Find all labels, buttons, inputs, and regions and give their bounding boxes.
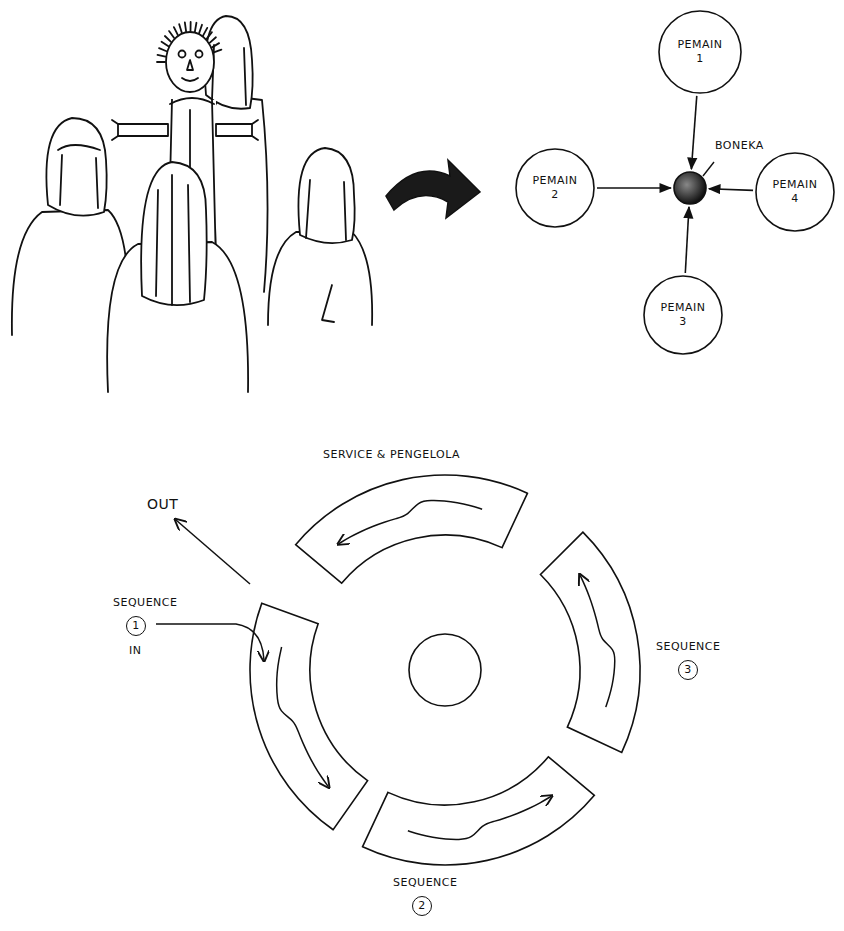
doll-hair bbox=[203, 28, 207, 36]
node-outline bbox=[673, 171, 707, 205]
out-label: OUT bbox=[146, 496, 179, 512]
in-label: IN bbox=[128, 644, 142, 657]
player-outline bbox=[659, 11, 741, 93]
flow-arrow bbox=[580, 575, 615, 707]
flow-band bbox=[250, 603, 368, 829]
flow-band bbox=[363, 757, 595, 865]
leader-line bbox=[703, 162, 714, 176]
out-arrow bbox=[176, 520, 250, 584]
sequence-label: SEQUENCE bbox=[392, 876, 458, 889]
doll-node: BONEKA bbox=[673, 171, 707, 205]
player-figure bbox=[107, 162, 248, 392]
doll-hair bbox=[174, 27, 178, 35]
player-circle: PEMAIN 1 bbox=[658, 10, 742, 94]
doll-hair bbox=[158, 55, 166, 57]
flow-band bbox=[540, 532, 640, 752]
doll-hair bbox=[210, 37, 216, 43]
doll-hair bbox=[159, 48, 167, 51]
doll-hair bbox=[162, 42, 169, 47]
connector-arrow bbox=[691, 96, 696, 169]
sequence-label: SEQUENCE bbox=[655, 640, 721, 653]
player-circle: PEMAIN 3 bbox=[643, 275, 723, 355]
player-label: PEMAIN 4 bbox=[771, 178, 819, 206]
player-circle: PEMAIN 2 bbox=[515, 148, 595, 228]
doll-hair bbox=[212, 43, 219, 47]
connector-arrow bbox=[685, 207, 689, 273]
sequence-number: 2 bbox=[412, 896, 432, 916]
band-label: SERVICE & PENGELOLA bbox=[322, 448, 461, 461]
player-label: PEMAIN 3 bbox=[659, 301, 707, 329]
player-label: PEMAIN 1 bbox=[676, 38, 724, 66]
sequence-number: 3 bbox=[678, 660, 698, 680]
flow-arrow bbox=[408, 796, 551, 839]
doll-hair bbox=[165, 36, 171, 42]
player-circle: PEMAIN 4 bbox=[755, 152, 835, 232]
doll-ball bbox=[674, 172, 706, 204]
player-outline bbox=[516, 149, 594, 227]
connector-arrow bbox=[597, 187, 671, 189]
player-outline bbox=[756, 153, 834, 231]
player-label: PEMAIN 2 bbox=[531, 174, 579, 202]
doll-hair bbox=[169, 31, 174, 38]
flow-arrow bbox=[277, 647, 329, 787]
doll-hair bbox=[185, 22, 186, 31]
doll-hair bbox=[199, 25, 202, 33]
flow-band bbox=[296, 475, 528, 583]
doll-hair bbox=[190, 22, 192, 31]
doll-hair bbox=[195, 23, 197, 32]
centre-circle bbox=[409, 634, 481, 706]
sequence-number: 1 bbox=[126, 616, 146, 636]
doll-hair bbox=[157, 61, 165, 63]
flow-ring bbox=[250, 475, 640, 865]
in-arrow bbox=[156, 624, 264, 660]
player-figure bbox=[268, 148, 372, 325]
doll-hair bbox=[214, 50, 222, 53]
sequence-label: SEQUENCE bbox=[112, 596, 178, 609]
doll-label: BONEKA bbox=[715, 139, 764, 153]
doll-hair bbox=[179, 24, 182, 33]
transition-arrow bbox=[386, 160, 480, 218]
doll-hair bbox=[207, 32, 212, 39]
flow-arrow bbox=[339, 501, 482, 544]
player-outline bbox=[644, 276, 722, 354]
connector-arrow bbox=[709, 189, 753, 191]
